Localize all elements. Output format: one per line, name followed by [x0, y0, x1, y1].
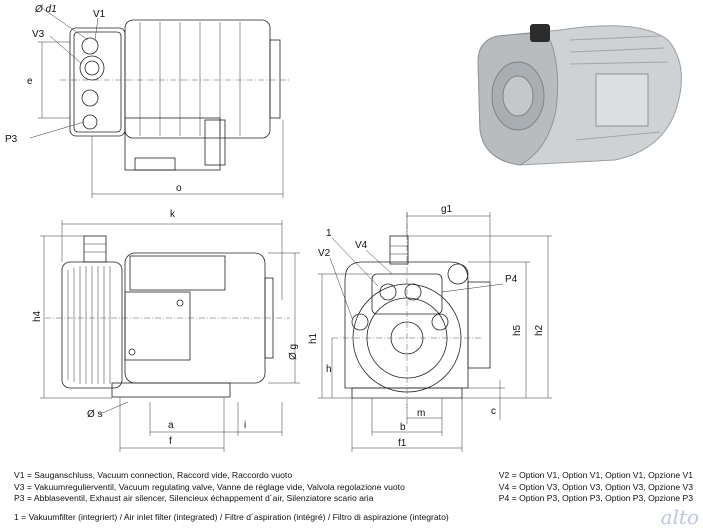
label-v3: V3 [32, 29, 45, 40]
label-a: a [168, 420, 174, 431]
pump-photo [477, 24, 682, 166]
label-i: i [244, 420, 246, 431]
label-c: c [491, 406, 496, 417]
label-k: k [170, 209, 176, 220]
label-b: b [400, 422, 406, 433]
label-f: f [169, 436, 172, 447]
footnote: 1 = Vakuumfilter (integriert) / Air inle… [14, 512, 449, 522]
top-view [29, 7, 290, 198]
legend-v3: V3 = Vakuumregulierventil, Vacuum regula… [14, 481, 405, 492]
legend-v2: V2 = Option V1, Option V1, Option V1, Op… [498, 470, 693, 480]
legend-right: V2 = Option V1, Option V1, Option V1, Op… [499, 470, 693, 505]
label-1: 1 [326, 228, 332, 239]
label-m: m [417, 408, 425, 419]
side-view [40, 220, 300, 452]
label-h2: h2 [534, 324, 545, 336]
label-h: h [326, 364, 332, 375]
label-f1: f1 [398, 438, 407, 449]
watermark-logo: alto [660, 505, 699, 529]
legend-p3: P3 = Abblaseventil, Exhaust air silencer… [14, 493, 374, 504]
label-h4: h4 [32, 310, 43, 322]
label-v4: V4 [355, 240, 368, 251]
legend-v1: V1 = Sauganschluss, Vacuum connection, R… [14, 470, 293, 480]
front-view [318, 212, 552, 452]
legend-left: V1 = Sauganschluss, Vacuum connection, R… [14, 470, 405, 505]
label-h1: h1 [308, 332, 319, 344]
label-o: o [176, 183, 182, 194]
label-v1-top: V1 [93, 9, 106, 20]
label-d1: Ø d1 [34, 4, 57, 15]
label-g1: g1 [441, 204, 453, 215]
legend-p4: P4 = Option P3, Option P3, Option P3, Op… [498, 493, 693, 504]
label-v2: V2 [318, 248, 331, 259]
legend-v4: V4 = Option V3, Option V3, Option V3, Op… [498, 481, 693, 492]
label-p4: P4 [505, 274, 518, 285]
label-g: Ø g [288, 344, 299, 360]
label-p3: P3 [5, 134, 18, 145]
label-s: Ø s [87, 409, 103, 420]
label-e: e [27, 76, 33, 87]
label-h5: h5 [512, 324, 523, 336]
